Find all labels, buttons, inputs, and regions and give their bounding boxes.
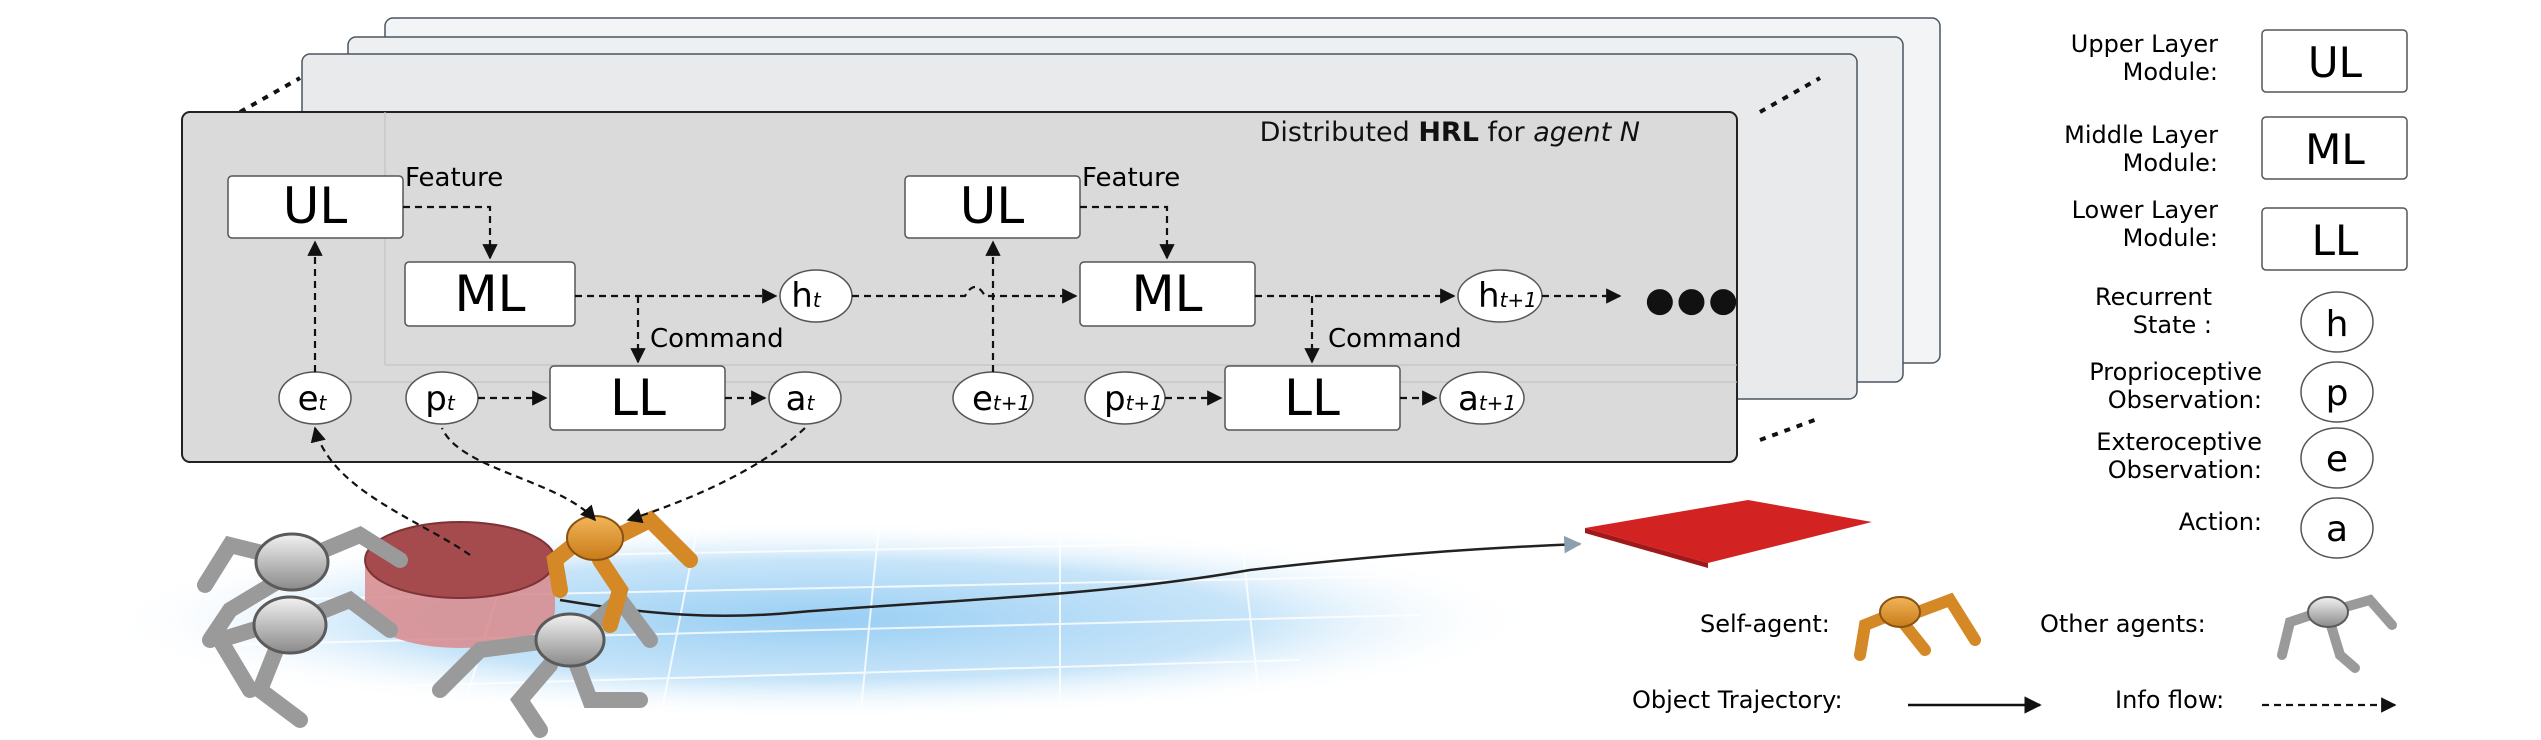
command-label-t1: Command xyxy=(1328,324,1462,354)
legend-lower-line1: Lower Layer xyxy=(2072,196,2219,224)
legend-ml-text: ML xyxy=(2305,125,2365,174)
legend-self-agent-label: Self-agent: xyxy=(1700,610,1830,638)
a-action-t xyxy=(768,371,842,425)
legend-lower-line2: Module: xyxy=(2123,224,2218,252)
legend-ul-text: UL xyxy=(2308,38,2363,87)
e-label-t1: et+1 xyxy=(972,379,1030,419)
object-trajectory-path xyxy=(559,535,1582,618)
target-square-edge xyxy=(1585,528,1708,568)
main-panel: Distributed HRL for agent N UL Feature M… xyxy=(181,111,1740,556)
h-label-t: ht xyxy=(791,276,822,316)
h-label-t1: ht+1 xyxy=(1478,276,1537,316)
legend-a-circle xyxy=(2300,497,2374,559)
legend-action-label: Action: xyxy=(2179,508,2262,536)
legend-upper-line2: Module: xyxy=(2123,58,2218,86)
other-agents-icon xyxy=(2277,594,2397,673)
feature-label-t: Feature xyxy=(405,163,503,193)
other-agent-2 xyxy=(207,590,398,728)
legend-info-flow-label: Info flow: xyxy=(2115,686,2224,714)
legend-e-circle xyxy=(2300,427,2374,489)
p-label-t1: pt+1 xyxy=(1104,379,1163,419)
self-agent-scene xyxy=(546,510,698,633)
ml-label-t1: ML xyxy=(1132,265,1203,323)
legend-middle-line1: Middle Layer xyxy=(2064,121,2218,149)
legend-p-circle xyxy=(2300,361,2374,423)
legend-extero-line2: Observation: xyxy=(2108,456,2262,484)
a-label-t1: at+1 xyxy=(1458,379,1516,419)
legend-other-agents-label: Other agents: xyxy=(2040,610,2206,638)
command-label-t: Command xyxy=(650,324,784,354)
ul-label-t: UL xyxy=(283,177,348,235)
ml-label-t: ML xyxy=(455,265,526,323)
legend-object-trajectory-label: Object Trajectory: xyxy=(1632,686,1843,714)
legend-a-text: a xyxy=(2326,509,2348,550)
legend-recurrent-line1: Recurrent xyxy=(2095,283,2212,311)
legend-proprio-line1: Proprioceptive xyxy=(2089,358,2262,386)
ll-label-t1: LL xyxy=(1284,369,1340,427)
legend-ll-text: LL xyxy=(2312,216,2359,265)
legend-extero-line1: Exteroceptive xyxy=(2096,428,2262,456)
legend-h-circle xyxy=(2300,291,2374,353)
legend: Upper Layer Module: UL Middle Layer Modu… xyxy=(1632,29,2408,714)
panel-title: Distributed HRL for agent N xyxy=(1260,117,1640,148)
scene xyxy=(100,500,1872,738)
legend-ml-box xyxy=(2261,116,2408,180)
a-label-t: at xyxy=(786,379,816,419)
ellipsis: ●●● xyxy=(1645,280,1740,320)
ll-label-t: LL xyxy=(610,369,666,427)
p-label-t: pt xyxy=(425,379,456,419)
target-square xyxy=(1585,500,1872,563)
ml-module-t1 xyxy=(1079,261,1256,327)
legend-middle-line2: Module: xyxy=(2123,149,2218,177)
other-agent-1 xyxy=(197,526,408,648)
legend-h-text: h xyxy=(2326,304,2349,345)
object-cylinder xyxy=(364,521,556,648)
info-flow-arrows xyxy=(307,205,1622,556)
e-label-t: et xyxy=(298,379,328,419)
a-action-t1 xyxy=(1439,371,1525,425)
self-agent-icon xyxy=(1854,592,1981,661)
legend-ul-box xyxy=(2261,29,2408,93)
legend-upper-line1: Upper Layer xyxy=(2071,30,2218,58)
ml-module-t xyxy=(404,261,576,327)
legend-p-text: p xyxy=(2326,373,2349,414)
ul-label-t1: UL xyxy=(960,177,1025,235)
legend-e-text: e xyxy=(2326,439,2348,480)
legend-ll-box xyxy=(2261,207,2408,271)
legend-proprio-line2: Observation: xyxy=(2108,386,2262,414)
legend-recurrent-line2: State : xyxy=(2133,311,2212,339)
feature-label-t1: Feature xyxy=(1082,163,1180,193)
